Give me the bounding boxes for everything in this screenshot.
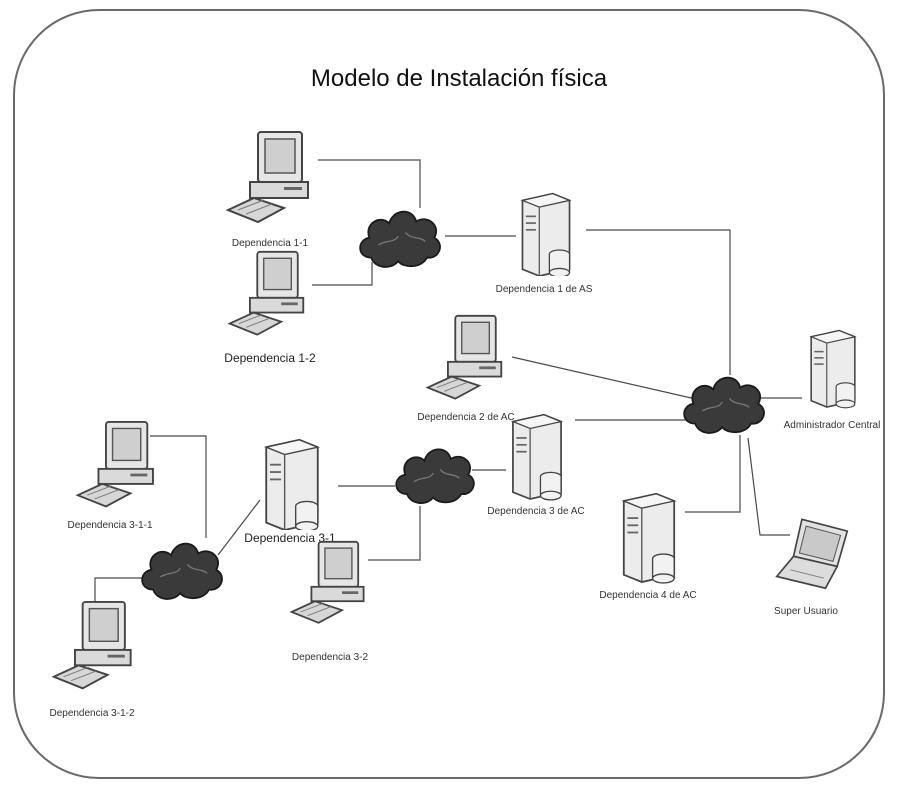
node-label: Administrador Central <box>784 420 881 431</box>
node-label: Dependencia 3-2 <box>292 652 369 663</box>
node-label: Dependencia 4 de AC <box>599 590 696 601</box>
server-icon <box>521 192 571 276</box>
node-dependencia-3-ac[interactable]: Dependencia 3 de AC <box>487 413 585 517</box>
diagram-title: Modelo de Instalación física <box>311 65 608 92</box>
node-dependencia-4-ac[interactable]: Dependencia 4 de AC <box>599 492 697 601</box>
link-cloudB-pc32 <box>368 506 421 561</box>
link-pc2-cloudCentral <box>511 356 701 401</box>
node-dependencia-1-as[interactable]: Dependencia 1 de AS <box>496 192 593 295</box>
link-pc311-cloudC <box>150 435 207 538</box>
node-dependencia-3-1-1[interactable]: Dependencia 3-1-1 <box>67 420 154 531</box>
link-pc12-cloudA <box>312 262 373 286</box>
server-icon <box>622 492 676 584</box>
node-administrador-central[interactable]: Administrador Central <box>784 329 881 431</box>
node-label: Dependencia 3-1-1 <box>67 520 152 531</box>
node-label: Dependencia 1-2 <box>224 351 316 365</box>
node-dependencia-1-1[interactable]: Dependencia 1-1 <box>227 131 309 249</box>
node-label: Super Usuario <box>774 606 838 617</box>
node-label: Dependencia 1-1 <box>232 238 309 249</box>
node-dependencia-1-2[interactable]: Dependencia 1-2 <box>224 250 316 365</box>
node-label: Dependencia 3 de AC <box>487 506 584 517</box>
server-icon <box>511 413 563 501</box>
node-label: Dependencia 1 de AS <box>496 284 593 295</box>
node-dependencia-3-2[interactable]: Dependencia 3-2 <box>290 540 369 663</box>
link-pc11-cloudA <box>318 159 421 208</box>
link-cloudCentral-laptop <box>747 437 790 536</box>
link-cloudC-pc312 <box>94 577 150 606</box>
node-dependencia-3-1-2[interactable]: Dependencia 3-1-2 <box>49 600 135 719</box>
node-dependencia-2-ac[interactable]: Dependencia 2 de AC <box>417 314 515 423</box>
node-super-usuario[interactable]: Super Usuario <box>774 518 849 617</box>
link-srv31-cloudC <box>217 499 261 556</box>
node-dependencia-3-1[interactable]: Dependencia 3-1 <box>244 438 336 545</box>
connections <box>94 159 802 606</box>
node-label: Dependencia 3-1 <box>244 531 336 545</box>
link-srv1-cloudCentral <box>586 229 731 375</box>
node-label: Dependencia 2 de AC <box>417 412 514 423</box>
server-icon <box>265 438 319 530</box>
link-cloudCentral-srv4 <box>685 435 741 513</box>
node-label: Dependencia 3-1-2 <box>49 708 134 719</box>
server-icon <box>810 329 856 409</box>
